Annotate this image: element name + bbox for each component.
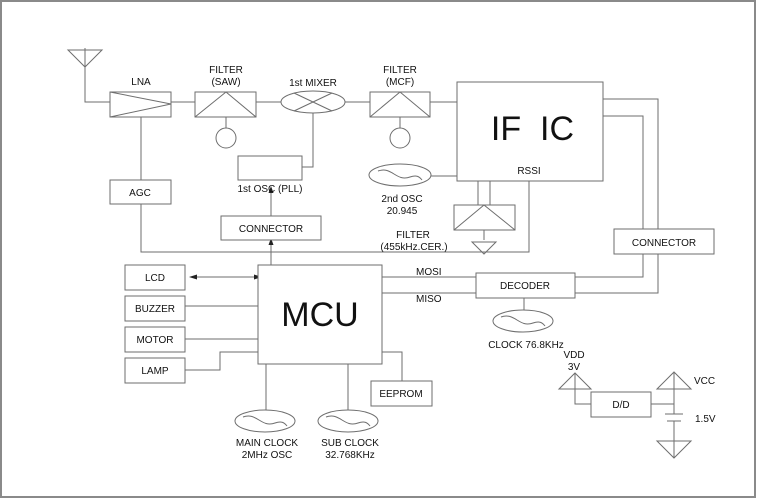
main-clock-block: MAIN CLOCK 2MHz OSC xyxy=(234,409,299,461)
ceramic-filter-block: FILTER (455kHz.CER.) xyxy=(380,204,516,255)
lamp-label: LAMP xyxy=(141,366,169,377)
vcc-label: VCC xyxy=(694,376,715,387)
miso-label: MISO xyxy=(416,294,442,305)
agc-block: AGC xyxy=(109,179,172,205)
ground-icon xyxy=(470,241,498,255)
decoder-clock-block: CLOCK 76.8KHz xyxy=(488,309,564,351)
connector-left-block: CONNECTOR xyxy=(220,215,322,241)
mixer-label: 1st MIXER xyxy=(289,78,337,89)
mcf-filter-label-line1: FILTER xyxy=(383,65,417,76)
mcu-block: MCU xyxy=(257,264,383,365)
osc2-block: 2nd OSC 20.945 xyxy=(368,163,432,217)
vcc-supply: VCC xyxy=(655,371,715,390)
lna-label: LNA xyxy=(131,77,151,88)
if-ic-block: IF IC RSSI xyxy=(456,81,604,182)
ceramic-filter-label-line2: (455kHz.CER.) xyxy=(380,242,447,253)
buzzer-block: BUZZER xyxy=(124,295,186,322)
vdd-supply: VDD 3V xyxy=(557,350,593,390)
crystal-icon xyxy=(492,309,554,333)
connector-right-label: CONNECTOR xyxy=(632,238,696,249)
motor-block: MOTOR xyxy=(124,326,186,353)
connector-left-label: CONNECTOR xyxy=(239,224,303,235)
saw-filter-block: FILTER (SAW) xyxy=(194,65,257,149)
decoder-label: DECODER xyxy=(500,281,550,292)
ground-icon xyxy=(655,440,693,459)
vdd-label-line1: VDD xyxy=(563,350,584,361)
mixer-block: 1st MIXER xyxy=(280,78,346,114)
crystal-icon xyxy=(234,409,296,433)
mosi-label: MOSI xyxy=(416,267,442,278)
mcf-resonator-icon xyxy=(389,127,411,149)
saw-resonator-icon xyxy=(215,127,237,149)
agc-label: AGC xyxy=(129,188,151,199)
decoder-clock-label: CLOCK 76.8KHz xyxy=(488,340,564,351)
battery-label: 1.5V xyxy=(695,414,716,425)
supply-icon xyxy=(655,371,693,390)
lcd-label: LCD xyxy=(145,273,165,284)
dd-label: D/D xyxy=(612,400,629,411)
eeprom-block: EEPROM xyxy=(370,380,433,407)
motor-label: MOTOR xyxy=(136,335,173,346)
mcf-filter-label-line2: (MCF) xyxy=(386,77,414,88)
sub-clock-block: SUB CLOCK 32.768KHz xyxy=(317,409,379,461)
if-ic-label-right: IC xyxy=(540,110,574,148)
vdd-label-line2: 3V xyxy=(568,362,581,373)
mcf-filter-block: FILTER (MCF) xyxy=(369,65,431,149)
sub-clock-label-line2: 32.768KHz xyxy=(325,450,374,461)
buzzer-label: BUZZER xyxy=(135,304,175,315)
connector-right-block: CONNECTOR xyxy=(613,228,715,255)
saw-filter-label-line2: (SAW) xyxy=(211,77,240,88)
wires xyxy=(84,48,683,458)
osc1-block: 1st OSC (PLL) xyxy=(237,155,303,195)
main-clock-label-line2: 2MHz OSC xyxy=(242,450,293,461)
eeprom-label: EEPROM xyxy=(379,389,422,400)
saw-filter-label-line1: FILTER xyxy=(209,65,243,76)
crystal-icon xyxy=(317,409,379,433)
main-clock-label-line1: MAIN CLOCK xyxy=(236,438,299,449)
osc2-label-line2: 20.945 xyxy=(387,206,418,217)
osc1-label: 1st OSC (PLL) xyxy=(237,184,302,195)
battery: 1.5V xyxy=(655,414,716,459)
antenna-icon xyxy=(66,49,104,68)
lcd-block: LCD xyxy=(124,264,186,291)
mcu-label: MCU xyxy=(281,296,358,334)
sub-clock-label-line1: SUB CLOCK xyxy=(321,438,379,449)
ceramic-filter-label-line1: FILTER xyxy=(396,230,430,241)
osc2-label-line1: 2nd OSC xyxy=(381,194,422,205)
rssi-label: RSSI xyxy=(517,166,540,177)
lna-block: LNA xyxy=(109,77,172,118)
supply-icon xyxy=(557,372,593,390)
decoder-block: DECODER xyxy=(475,272,576,299)
if-ic-label-left: IF xyxy=(491,110,521,148)
dd-converter-block: D/D xyxy=(590,391,652,418)
crystal-icon xyxy=(368,163,432,187)
lamp-block: LAMP xyxy=(124,357,186,384)
